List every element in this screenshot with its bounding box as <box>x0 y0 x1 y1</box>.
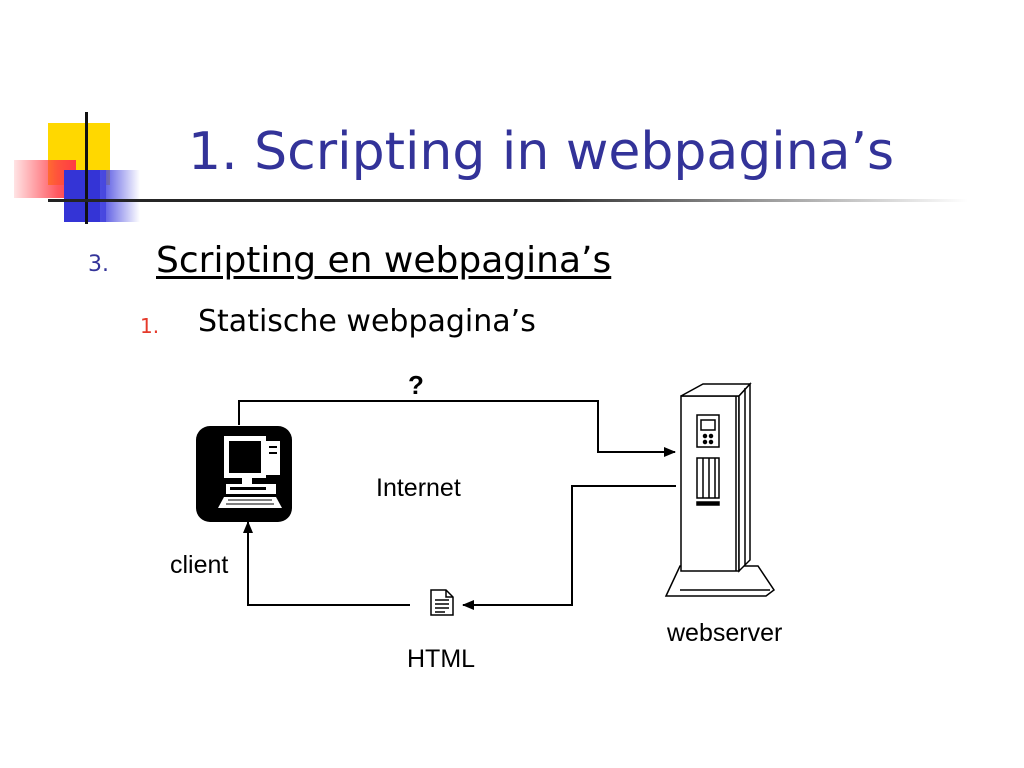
webserver-label: webserver <box>667 619 783 647</box>
bullet-number: 3. <box>88 252 109 277</box>
html-label: HTML <box>407 645 476 673</box>
internet-label: Internet <box>376 474 461 502</box>
request-arrow <box>238 400 676 457</box>
server-icon <box>664 382 776 597</box>
document-icon <box>430 589 454 616</box>
title-underline-rule <box>48 199 968 202</box>
sub-bullet-text: Statische webpagina’s <box>198 304 536 339</box>
computer-icon <box>196 426 292 522</box>
slide-title: 1. Scripting in webpagina’s <box>188 122 895 182</box>
bullet-text: Scripting en webpagina’s <box>156 240 612 281</box>
response-arrow <box>462 485 676 610</box>
delivery-arrow <box>243 521 410 606</box>
decor-blue-fade <box>100 170 140 222</box>
sub-bullet-number: 1. <box>140 314 160 338</box>
request-question-mark: ? <box>408 370 424 400</box>
decor-vertical-line <box>85 112 88 224</box>
client-label: client <box>170 551 229 579</box>
